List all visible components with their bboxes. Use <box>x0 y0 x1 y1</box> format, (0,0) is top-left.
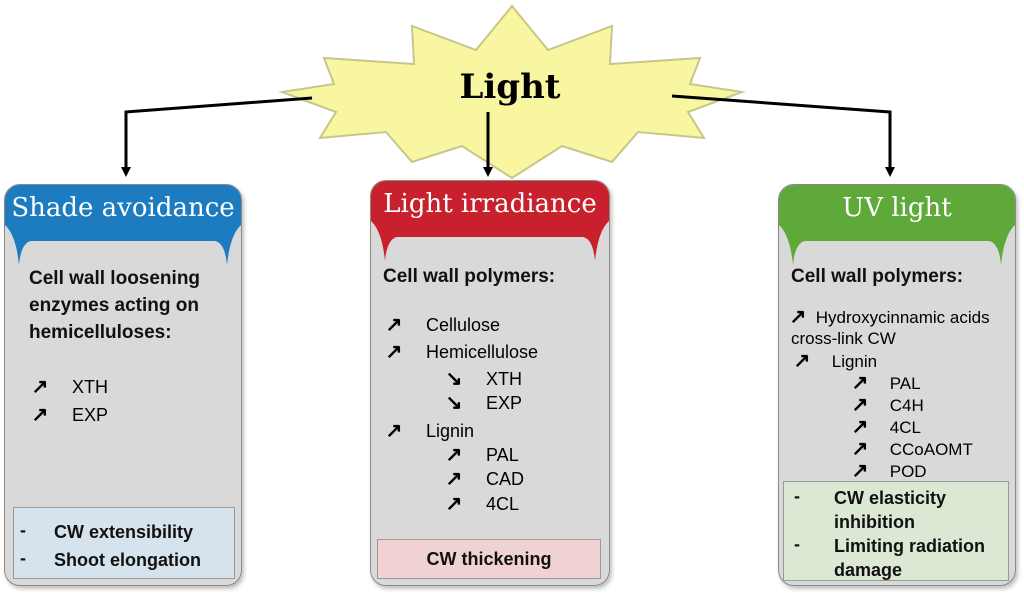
list-item: ↗ 4CL <box>443 492 519 516</box>
arrow-to-shade-avoidance <box>121 96 313 177</box>
panel-header-shape <box>371 181 609 261</box>
item-label: 4CL <box>486 494 520 514</box>
item-label: 4CL <box>889 418 921 437</box>
footer-line: Shoot elongation <box>54 550 201 570</box>
item-label: Lignin <box>426 421 475 441</box>
increase-arrow-icon: ↗ <box>445 468 463 490</box>
item-label: cross-link CW <box>791 329 896 348</box>
list-item: ↗ PAL <box>443 443 519 467</box>
increase-arrow-icon: ↗ <box>851 416 869 438</box>
item-label: XTH <box>72 377 109 397</box>
panel-heading-line: Cell wall polymers: <box>383 266 556 287</box>
item-label: CAD <box>486 469 525 489</box>
increase-arrow-icon: ↗ <box>445 444 463 466</box>
item-label: Cellulose <box>426 315 501 335</box>
increase-arrow-icon: ↗ <box>31 404 49 426</box>
bullet-dash: - <box>794 486 800 506</box>
item-label: PAL <box>889 374 921 393</box>
increase-arrow-icon: ↗ <box>789 306 807 328</box>
increase-arrow-icon: ↗ <box>851 438 869 460</box>
panel-header-shape <box>5 185 241 265</box>
list-item: ↗ Hydroxycinnamic acids <box>787 305 990 330</box>
panel-title: Shade avoidance <box>11 193 235 223</box>
increase-arrow-icon: ↗ <box>385 420 403 442</box>
list-item: ↗ C4H <box>849 393 924 418</box>
footer-line: inhibition <box>834 512 915 532</box>
panel-heading-line: enzymes acting on <box>29 295 199 316</box>
list-item: ↗ Cellulose <box>383 313 500 337</box>
item-label: Lignin <box>831 352 878 371</box>
list-item: ↗ CCoAOMT <box>849 437 973 462</box>
decrease-arrow-icon: ↘ <box>445 368 463 390</box>
panel-footer: CW thickening <box>377 539 601 579</box>
increase-arrow-icon: ↗ <box>445 493 463 515</box>
list-item: ↗ CAD <box>443 467 524 491</box>
list-item: ↗ EXP <box>29 403 108 427</box>
panel-shade-avoidance: Shade avoidance Cell wall loosening enzy… <box>4 184 242 586</box>
increase-arrow-icon: ↗ <box>851 394 869 416</box>
list-item: ↗ PAL <box>849 371 921 396</box>
increase-arrow-icon: ↗ <box>851 372 869 394</box>
panel-header-shape <box>779 185 1015 265</box>
panel-uv-light: UV light Cell wall polymers: ↗ Hydroxyci… <box>778 184 1016 586</box>
increase-arrow-icon: ↗ <box>793 350 811 372</box>
item-label: POD <box>889 462 927 481</box>
list-item: ↘ EXP <box>443 391 522 415</box>
list-item: ↗ 4CL <box>849 415 921 440</box>
item-label: PAL <box>486 445 519 465</box>
item-label: Hydroxycinnamic acids <box>815 308 990 327</box>
panel-heading-line: Cell wall polymers: <box>791 266 964 287</box>
item-label: C4H <box>889 396 924 415</box>
footer-line: CW thickening <box>426 549 552 569</box>
list-item: ↗ Lignin <box>791 349 878 374</box>
arrow-to-uv-light <box>671 94 895 177</box>
panel-light-irradiance: Light irradiance Cell wall polymers: ↗ C… <box>370 180 610 586</box>
panel-heading-line: Cell wall loosening <box>29 268 201 289</box>
increase-arrow-icon: ↗ <box>851 460 869 482</box>
bullet-dash: - <box>794 534 800 554</box>
item-label: XTH <box>486 369 523 389</box>
footer-line: damage <box>834 560 903 580</box>
light-star-shape <box>278 4 746 180</box>
item-label: Hemicellulose <box>426 342 539 362</box>
list-item: ↘ XTH <box>443 367 522 391</box>
footer-line: CW extensibility <box>54 522 194 542</box>
list-item: ↗ POD <box>849 459 927 484</box>
list-item: ↗ Hemicellulose <box>383 340 538 364</box>
footer-line: Limiting radiation <box>834 536 985 556</box>
increase-arrow-icon: ↗ <box>385 314 403 336</box>
increase-arrow-icon: ↗ <box>31 376 49 398</box>
decrease-arrow-icon: ↘ <box>445 392 463 414</box>
panel-title: Light irradiance <box>383 189 597 219</box>
panel-heading-line: hemicelluloses: <box>29 322 172 343</box>
list-item: cross-link CW <box>791 327 896 351</box>
panel-footer: - CW elasticity inhibition - Limiting ra… <box>783 481 1009 581</box>
bullet-dash: - <box>20 548 26 568</box>
increase-arrow-icon: ↗ <box>385 341 403 363</box>
root-label: Light <box>459 67 561 107</box>
item-label: EXP <box>486 393 523 413</box>
item-label: EXP <box>72 405 109 425</box>
footer-line: CW elasticity <box>834 488 947 508</box>
item-label: CCoAOMT <box>889 440 973 459</box>
panel-title: UV light <box>842 193 952 223</box>
panel-footer: - CW extensibility - Shoot elongation <box>13 507 235 579</box>
bullet-dash: - <box>20 520 26 540</box>
list-item: ↗ XTH <box>29 375 108 399</box>
list-item: ↗ Lignin <box>383 419 474 443</box>
